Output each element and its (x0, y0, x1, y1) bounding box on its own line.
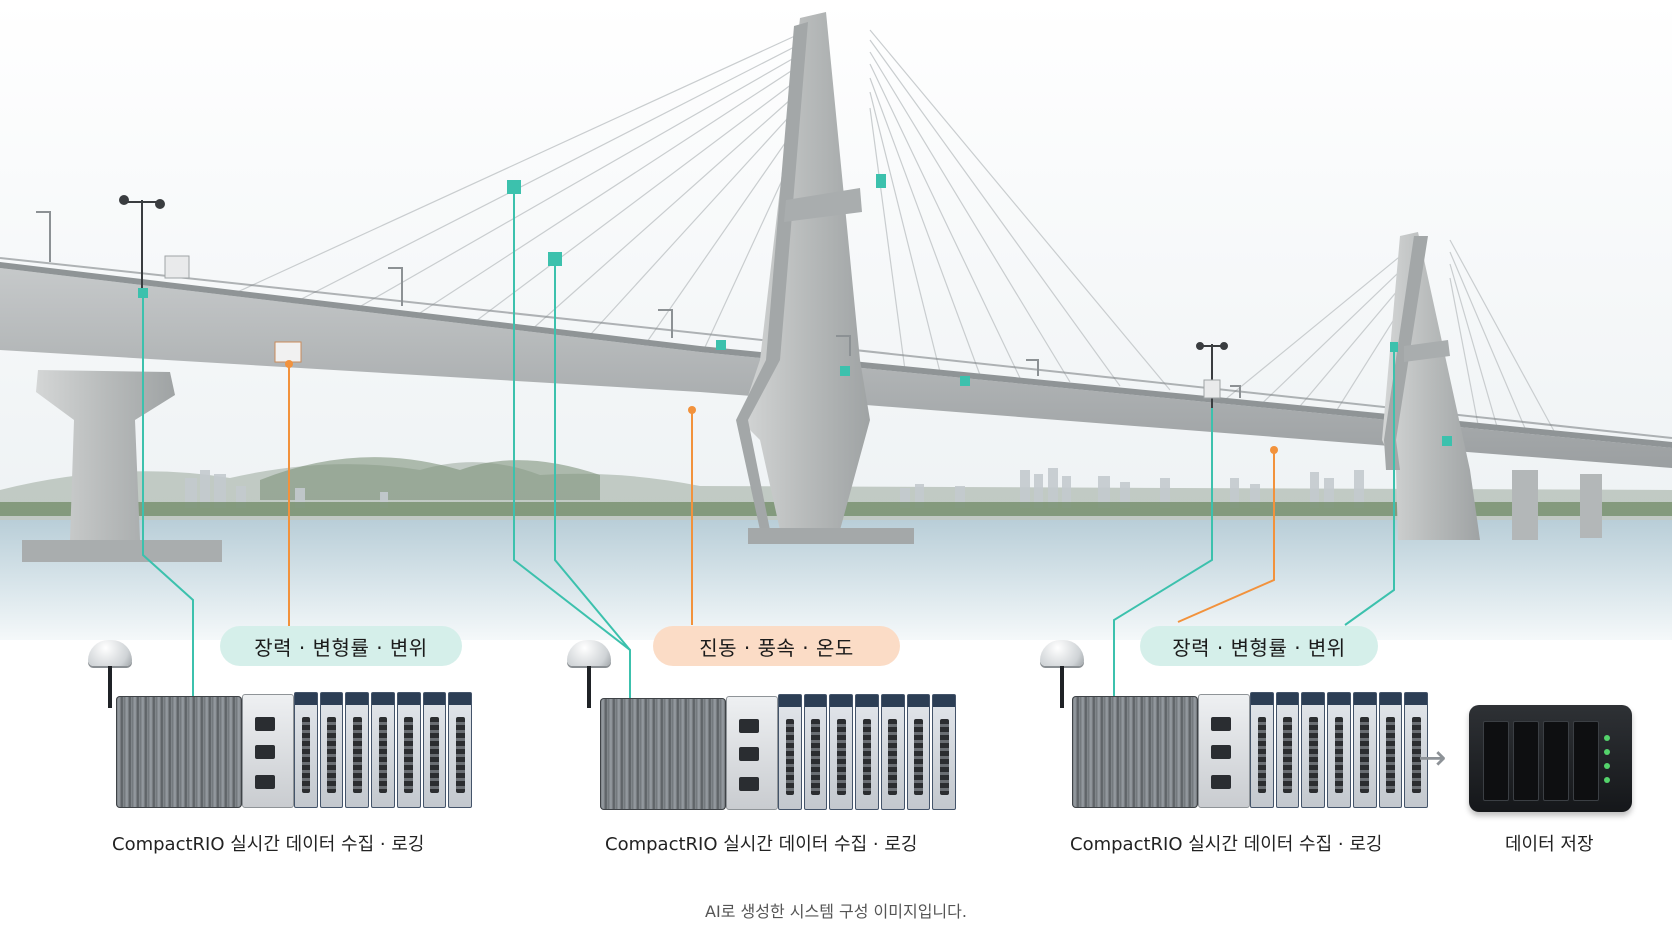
nas-storage-icon (1469, 705, 1632, 812)
main-pylon (740, 12, 870, 530)
pier-right-2 (1580, 474, 1602, 538)
orange-connection-lines (288, 364, 1275, 640)
left-pier (36, 370, 175, 540)
gps-antenna-icon (1036, 640, 1088, 718)
sensor-box-1 (164, 255, 190, 279)
pier-right-1 (1512, 470, 1538, 540)
arrow-right-icon: → (1418, 738, 1447, 778)
teal-sensors (138, 174, 1452, 446)
device-caption-3: CompactRIO 실시간 데이터 수집 · 로깅 (1070, 834, 1383, 855)
sensor-box-2 (274, 341, 302, 363)
sensor-group-pill-2: 진동 · 풍속 · 온도 (653, 626, 900, 666)
device-caption-1: CompactRIO 실시간 데이터 수집 · 로깅 (112, 834, 425, 855)
wind-sensor-2 (1196, 342, 1228, 408)
compactrio-device-1 (116, 688, 473, 808)
stay-cables (219, 29, 1561, 443)
sensor-group-pill-3: 장력 · 변형률 · 변위 (1140, 626, 1378, 666)
wind-sensor-1 (119, 195, 165, 290)
device-caption-2: CompactRIO 실시간 데이터 수집 · 로깅 (605, 834, 918, 855)
compactrio-device-2 (600, 690, 957, 810)
sensor-group-pill-1: 장력 · 변형률 · 변위 (220, 626, 462, 666)
gps-antenna-icon (563, 640, 615, 718)
gps-antenna-icon (84, 640, 136, 718)
ai-generated-credit: AI로 생성한 시스템 구성 이미지입니다. (705, 902, 967, 921)
compactrio-device-3 (1072, 688, 1429, 808)
storage-caption: 데이터 저장 (1505, 834, 1594, 855)
teal-connection-lines (142, 194, 1395, 700)
sensor-box-3 (1203, 379, 1221, 399)
lamp-posts (36, 211, 1241, 398)
